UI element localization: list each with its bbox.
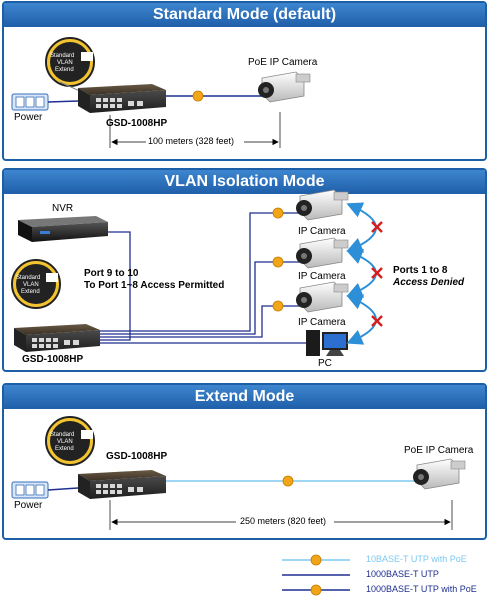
power-cable [47, 100, 79, 103]
ip-camera-icon [296, 281, 349, 313]
mode-switch-zoom-icon-extend [45, 416, 95, 466]
switch-label: GSD-1008HP [106, 118, 168, 129]
deny-arrows [346, 202, 377, 345]
legend [282, 554, 350, 596]
power-adapter-icon [11, 93, 49, 111]
ip-camera-icon [413, 458, 466, 490]
camera-label: IP Camera [298, 271, 346, 282]
poe-dot-icon [272, 207, 284, 219]
mode-switch-label: Standard [16, 275, 41, 281]
pc-label: PC [318, 358, 332, 369]
legend-label: 1000BASE-T UTP with PoE [366, 584, 477, 594]
nvr-icon [18, 216, 108, 242]
power-label: Power [14, 112, 43, 123]
poe-dot-icon [272, 300, 284, 312]
standard-mode-title: Standard Mode (default) [4, 3, 485, 27]
pc-icon [306, 330, 348, 356]
distance-label: 250 meters (820 feet) [240, 516, 327, 526]
switch-device-icon [78, 84, 166, 113]
distance-label: 100 meters (328 feet) [148, 136, 235, 146]
denied-note-line2: Access Denied [393, 277, 465, 288]
ip-camera-icon [258, 71, 311, 103]
mode-switch-label: Extend [55, 446, 74, 452]
power-cable [47, 487, 79, 491]
mode-switch-label: Extend [21, 289, 40, 295]
poe-dot-icon [282, 475, 294, 487]
mode-switch-label: VLAN [23, 282, 39, 288]
camera-label: PoE IP Camera [248, 57, 318, 68]
poe-dot-icon [192, 90, 204, 102]
ip-camera-icon [296, 237, 349, 269]
power-label: Power [14, 500, 43, 511]
switch-device-icon-vlan [14, 324, 100, 352]
switch-device-icon-extend [78, 470, 166, 499]
permitted-note-line1: Port 9 to 10 [84, 268, 139, 279]
mode-switch-label: Standard [50, 432, 75, 438]
nvr-label: NVR [52, 203, 74, 214]
poe-dot-icon [272, 256, 284, 268]
deny-x-icon [371, 221, 383, 327]
mode-switch-zoom-icon-vlan [11, 259, 61, 309]
legend-label: 1000BASE-T UTP [366, 569, 439, 579]
legend-label: 10BASE-T UTP with PoE [366, 554, 467, 564]
mode-switch-zoom-icon [45, 37, 95, 94]
switch-label: GSD-1008HP [106, 451, 168, 462]
mode-switch-label: Standard [50, 53, 75, 59]
mode-switch-label: VLAN [57, 439, 73, 445]
denied-note-line1: Ports 1 to 8 [393, 265, 448, 276]
permitted-note-line2: To Port 1~8 Access Permitted [84, 280, 225, 291]
ip-camera-icon [296, 189, 349, 221]
mode-switch-label: Extend [55, 67, 74, 73]
camera-label: IP Camera [298, 226, 346, 237]
camera-label: IP Camera [298, 317, 346, 328]
power-adapter-icon [11, 481, 49, 499]
switch-label: GSD-1008HP [22, 354, 84, 365]
camera-label: PoE IP Camera [404, 445, 474, 456]
mode-switch-label: VLAN [57, 60, 73, 66]
